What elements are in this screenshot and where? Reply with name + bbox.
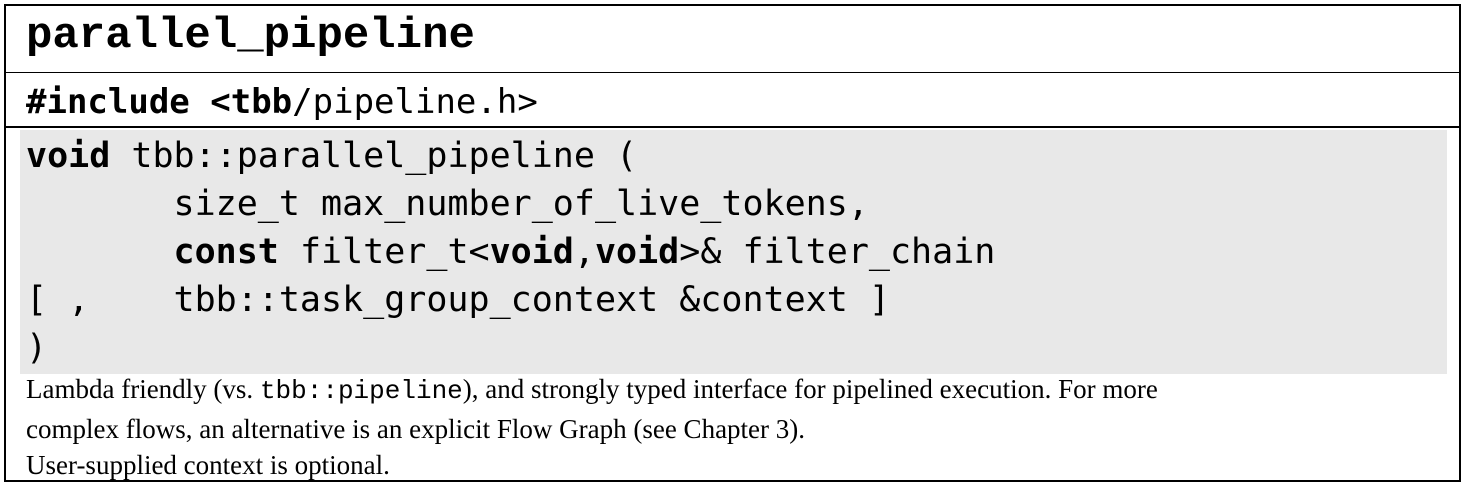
include-line: #include <tbb/pipeline.h> bbox=[26, 80, 538, 124]
include-directive: #include bbox=[26, 82, 190, 122]
signature-line-2: size_t max_number_of_live_tokens, bbox=[26, 184, 869, 224]
description-line-1: Lambda friendly (vs. tbb::pipeline), and… bbox=[26, 370, 1158, 410]
code-text: , bbox=[573, 232, 595, 272]
page-title: parallel_pipeline bbox=[26, 11, 475, 61]
keyword: void bbox=[26, 136, 111, 176]
signature-line-3: const filter_t<void,void>& filter_chain bbox=[26, 228, 996, 276]
include-open: < bbox=[210, 82, 231, 122]
divider bbox=[6, 126, 1459, 128]
signature-line-4: [ , tbb::task_group_context &context ] bbox=[26, 280, 890, 320]
keyword: const bbox=[173, 232, 279, 272]
inline-code: tbb::pipeline bbox=[259, 376, 463, 406]
keyword: void bbox=[489, 232, 574, 272]
code-text: tbb::parallel_pipeline ( bbox=[110, 136, 638, 176]
signature-block: void tbb::parallel_pipeline ( size_t max… bbox=[20, 130, 1447, 374]
indent bbox=[26, 232, 174, 272]
desc-text: Lambda friendly (vs. bbox=[26, 374, 260, 404]
description-line-3: User-supplied context is optional. bbox=[26, 450, 390, 480]
divider bbox=[6, 72, 1459, 73]
description-line-2: complex flows, an alternative is an expl… bbox=[26, 414, 806, 444]
desc-text: ), and strongly typed interface for pipe… bbox=[462, 374, 1158, 404]
include-path: /pipeline.h> bbox=[292, 82, 538, 122]
keyword: void bbox=[594, 232, 680, 272]
reference-box: parallel_pipeline #include <tbb/pipeline… bbox=[4, 4, 1461, 482]
include-lib: tbb bbox=[230, 82, 293, 122]
signature-line-1: void tbb::parallel_pipeline ( bbox=[26, 132, 637, 180]
signature-line-5: ) bbox=[26, 328, 48, 368]
code-text: >& filter_chain bbox=[679, 232, 996, 272]
code-text: filter_t< bbox=[278, 232, 490, 272]
